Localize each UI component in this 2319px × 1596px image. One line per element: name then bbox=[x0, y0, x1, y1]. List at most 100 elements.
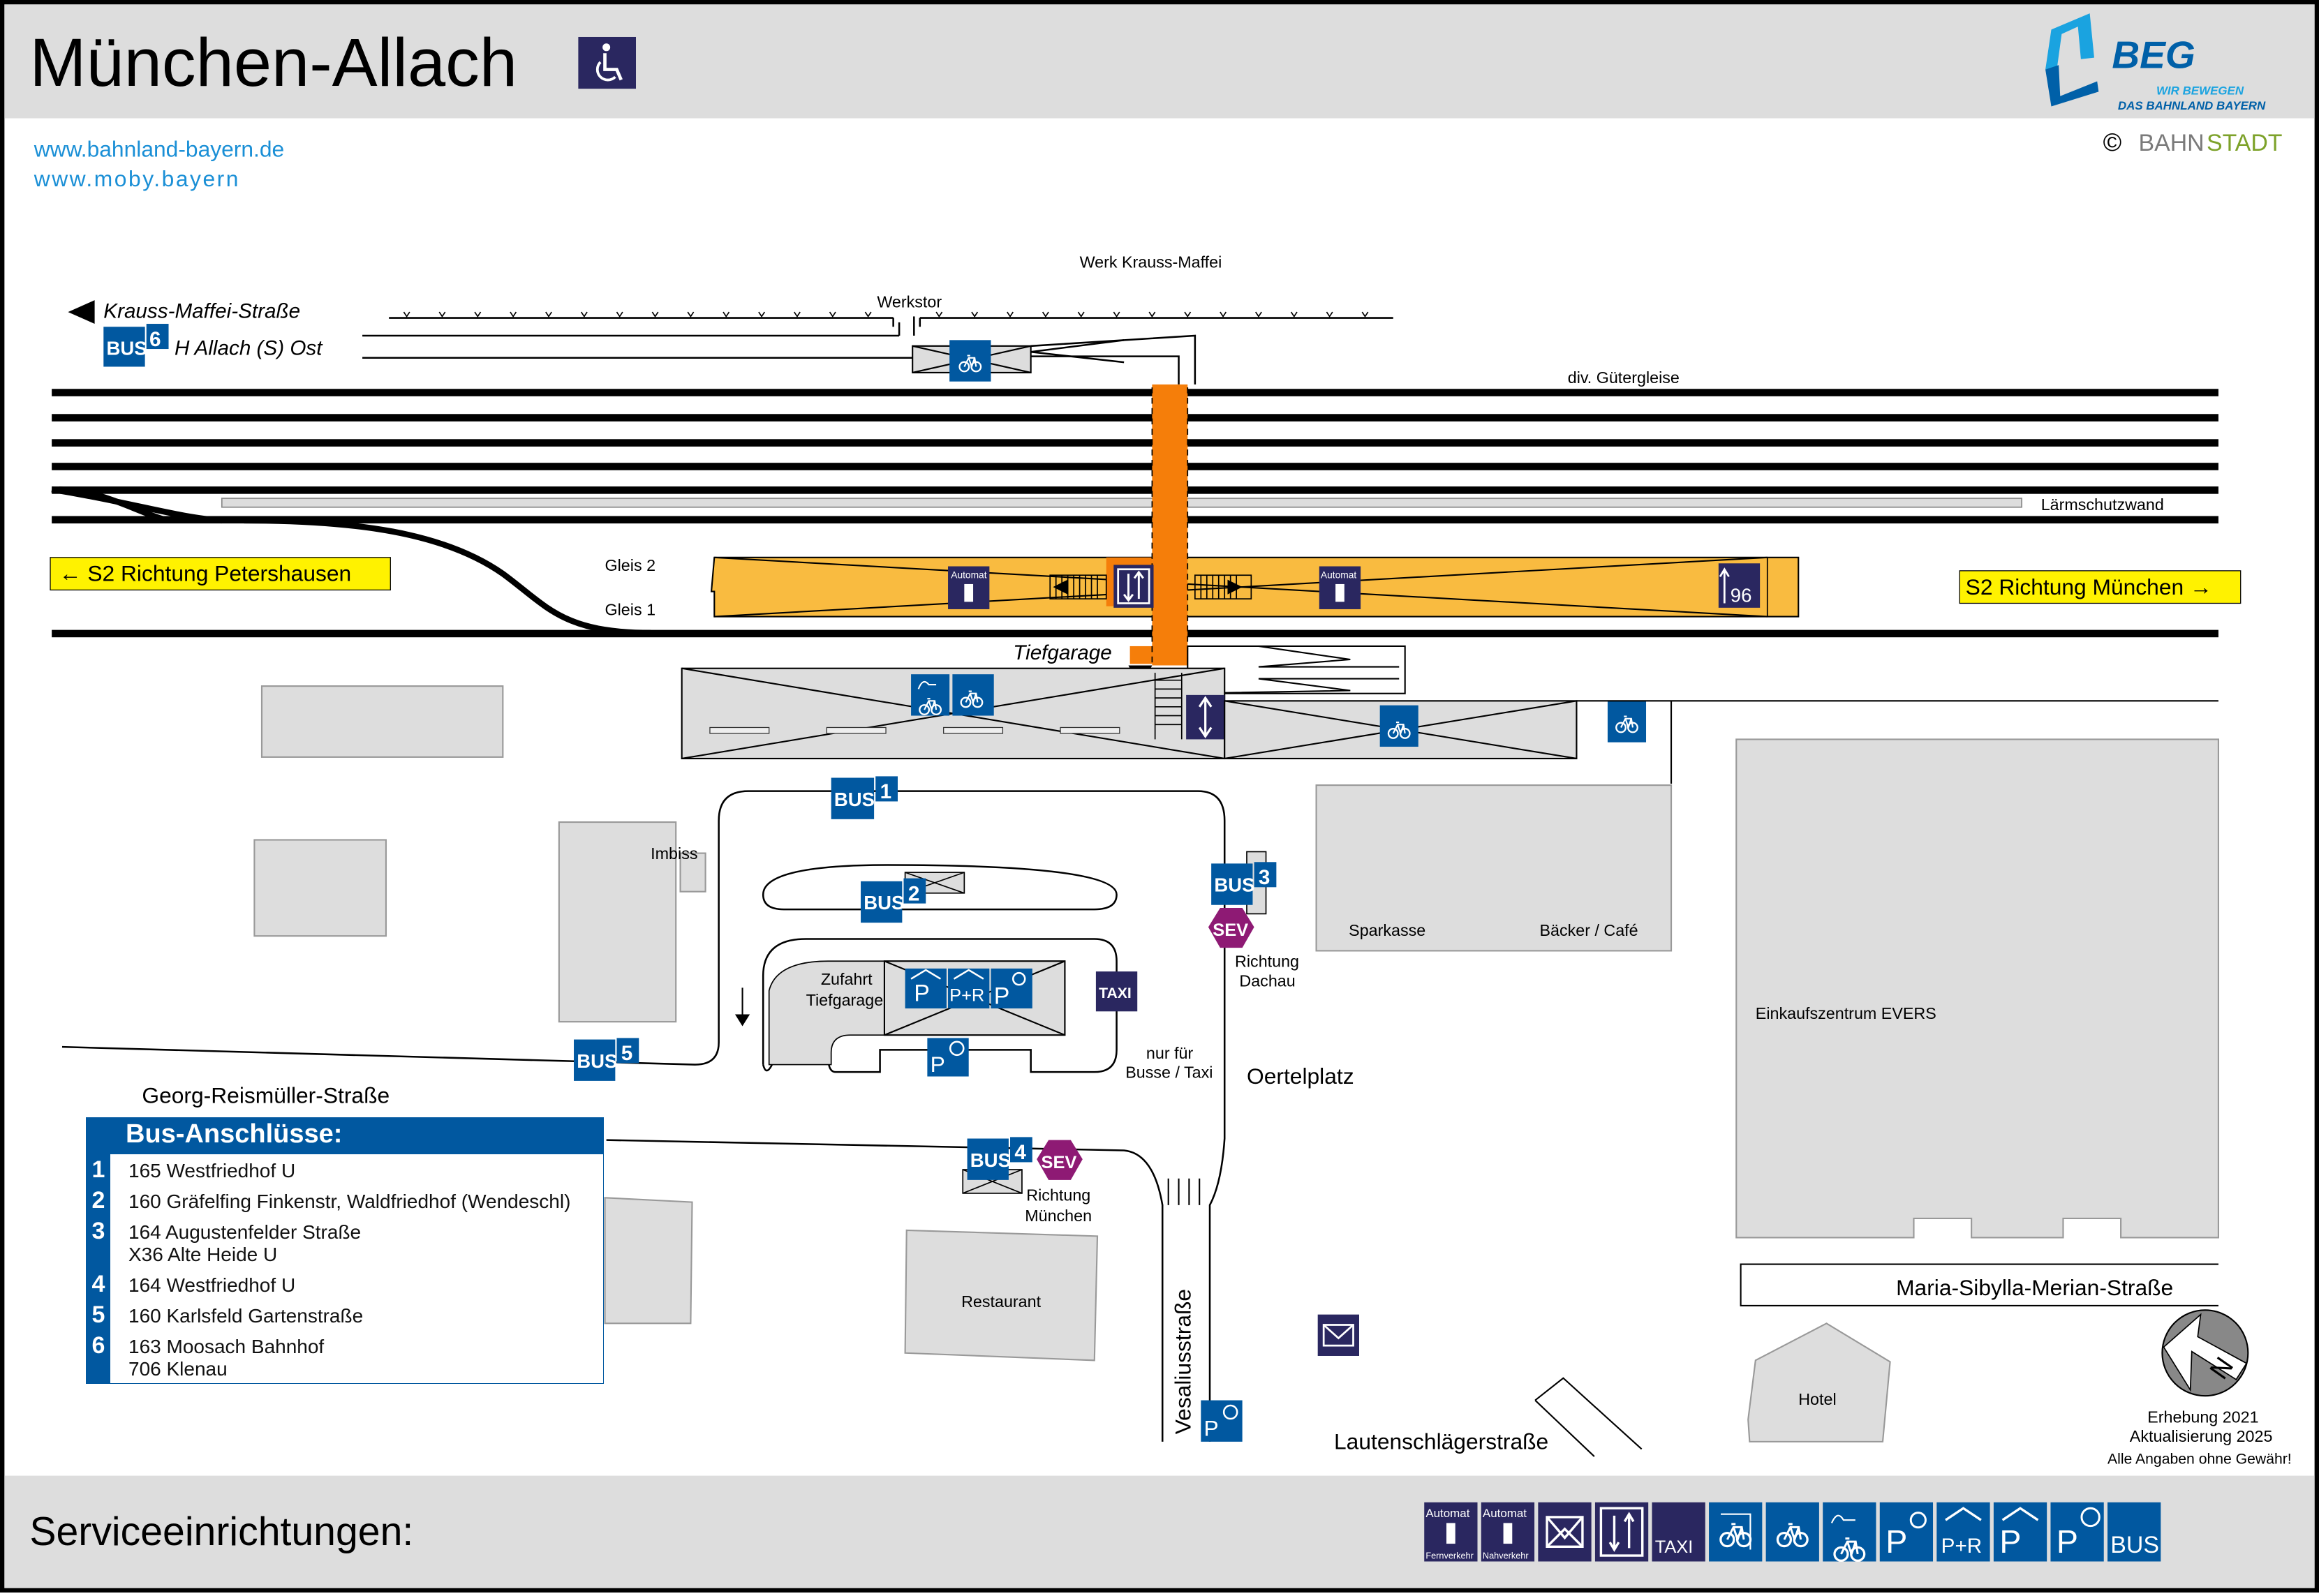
maria-sibylla-merian-street bbox=[1740, 1263, 2218, 1307]
short-term-parking-sign-2[interactable]: P bbox=[1201, 1400, 1243, 1442]
imbiss-label: Imbiss bbox=[651, 844, 697, 863]
ticket-machine-1[interactable]: Automat bbox=[948, 566, 990, 609]
building bbox=[260, 685, 504, 758]
richtung-dachau-label-1: Richtung bbox=[1235, 953, 1299, 971]
fence-tick bbox=[1220, 311, 1227, 318]
bike-parking-icon bbox=[1765, 1502, 1819, 1562]
ticket-machine-2[interactable]: Automat bbox=[1319, 566, 1361, 609]
ebike-charging-icon bbox=[1823, 1502, 1876, 1563]
svg-text:1: 1 bbox=[880, 780, 891, 803]
elevator-platform[interactable] bbox=[1113, 565, 1154, 608]
arrow-down-icon bbox=[734, 1014, 750, 1027]
bike-station-south bbox=[681, 667, 1226, 760]
fence-tick bbox=[1290, 311, 1298, 318]
fence-tick bbox=[971, 311, 979, 318]
svg-text:Automat: Automat bbox=[1321, 569, 1356, 580]
platform bbox=[710, 556, 1800, 618]
taxi-stand-sign[interactable]: TAXI bbox=[1095, 971, 1138, 1012]
bus-stop-1[interactable]: BUS 1 bbox=[831, 776, 898, 819]
building bbox=[253, 839, 387, 937]
elevator-south[interactable] bbox=[1186, 694, 1225, 740]
crosswalk bbox=[1167, 1178, 1201, 1205]
bus-line-entry: 164 Westfriedhof U bbox=[128, 1274, 296, 1296]
busse-taxi-label: Busse / Taxi bbox=[1125, 1064, 1213, 1082]
einkaufszentrum-label: Einkaufszentrum EVERS bbox=[1756, 1004, 1936, 1022]
bus-stop-6[interactable]: BUS 6 bbox=[103, 324, 169, 367]
fence-tick bbox=[1113, 311, 1120, 318]
baecker-label: Bäcker / Café bbox=[1539, 921, 1638, 939]
svg-text:P+R: P+R bbox=[1941, 1535, 1983, 1558]
bus-stop-number: 5 bbox=[87, 1299, 110, 1330]
stairs-arrow-right-icon bbox=[1227, 579, 1243, 595]
svg-text:TAXI: TAXI bbox=[1655, 1537, 1694, 1557]
park-and-ride-sign[interactable]: P+R bbox=[948, 968, 990, 1009]
factory-fence bbox=[362, 316, 1393, 359]
hotel-label: Hotel bbox=[1798, 1390, 1836, 1408]
svg-text:5: 5 bbox=[621, 1042, 632, 1065]
covered-bike-parking-top[interactable] bbox=[912, 340, 1032, 382]
werkstor-label: Werkstor bbox=[877, 293, 942, 311]
h-allach-ost-label: H Allach (S) Ost bbox=[175, 337, 323, 360]
svg-text:2: 2 bbox=[908, 882, 919, 905]
svg-text:©: © bbox=[2103, 128, 2122, 156]
mailbox-sign[interactable] bbox=[1317, 1314, 1360, 1356]
svg-text:P: P bbox=[931, 1052, 945, 1077]
survey-line-1: Erhebung 2021 bbox=[2147, 1408, 2258, 1426]
svg-text:P+R: P+R bbox=[949, 985, 984, 1005]
disabled-parking-sign[interactable]: P bbox=[991, 968, 1032, 1010]
parking-garage-sign[interactable]: P bbox=[905, 968, 947, 1009]
park-and-ride-icon: P+R bbox=[1936, 1502, 1990, 1562]
nur-fuer-label: nur für bbox=[1146, 1044, 1194, 1062]
arrow-left-icon bbox=[68, 300, 95, 325]
covered-bike-parking-sign[interactable] bbox=[952, 674, 994, 716]
svg-text:S2 Richtung München →: S2 Richtung München → bbox=[1966, 574, 2212, 599]
gleis-1-label: Gleis 1 bbox=[605, 600, 656, 618]
sev-stop-dachau[interactable]: SEV bbox=[1208, 907, 1254, 948]
stairs-arrow-left-icon bbox=[1053, 579, 1068, 595]
fence-tick bbox=[829, 311, 836, 318]
link-bahnland[interactable]: www.bahnland-bayern.de bbox=[34, 137, 284, 162]
fence-tick bbox=[793, 311, 801, 318]
georg-reismueller-street-label: Georg-Reismüller-Straße bbox=[142, 1083, 390, 1108]
header-band bbox=[4, 4, 2315, 119]
maria-sibylla-merian-label: Maria-Sibylla-Merian-Straße bbox=[1896, 1275, 2173, 1300]
fence-tick bbox=[1007, 311, 1014, 318]
elevator-icon bbox=[1594, 1502, 1649, 1562]
link-moby[interactable]: www.moby.bayern bbox=[34, 166, 240, 191]
fence-tick bbox=[474, 311, 482, 318]
mailbox-icon bbox=[1538, 1502, 1592, 1562]
direction-sign-petershausen: ← S2 Richtung Petershausen bbox=[50, 557, 391, 591]
svg-text:P: P bbox=[994, 983, 1010, 1010]
bus-stop-4[interactable]: BUS 4 bbox=[967, 1137, 1032, 1180]
bus-loop-road bbox=[61, 790, 1226, 1442]
taxi-icon: TAXI bbox=[1652, 1502, 1705, 1562]
fence-tick bbox=[935, 311, 943, 318]
werk-krauss-maffei-label: Werk Krauss-Maffei bbox=[1080, 253, 1222, 271]
bike-parking-sign[interactable] bbox=[1607, 701, 1647, 743]
ebike-charging-sign[interactable] bbox=[911, 674, 950, 716]
bus-stop-3[interactable]: BUS 3 bbox=[1211, 862, 1277, 905]
svg-text:4: 4 bbox=[1014, 1141, 1026, 1164]
sev-stop-muenchen[interactable]: SEV bbox=[1037, 1140, 1083, 1180]
svg-text:6: 6 bbox=[149, 328, 161, 351]
covered-bike-parking-sign-2[interactable] bbox=[1379, 705, 1418, 747]
short-term-parking-sign[interactable]: P bbox=[927, 1038, 969, 1077]
svg-text:TAXI: TAXI bbox=[1099, 985, 1132, 1001]
bus-stop-5[interactable]: BUS 5 bbox=[574, 1038, 639, 1081]
gleis-2-label: Gleis 2 bbox=[605, 556, 656, 574]
fence-ticks bbox=[403, 311, 1369, 318]
survey-disclaimer: Alle Angaben ohne Gewähr! bbox=[2107, 1452, 2292, 1468]
laermschutzwand-label: Lärmschutzwand bbox=[2041, 495, 2164, 514]
oertelplatz-label: Oertelplatz bbox=[1247, 1064, 1354, 1089]
building bbox=[604, 1197, 693, 1325]
svg-text:SEV: SEV bbox=[1213, 920, 1248, 940]
bus-line-entry: 165 Westfriedhof U bbox=[128, 1160, 296, 1181]
svg-text:Automat: Automat bbox=[1425, 1507, 1469, 1520]
svg-text:96: 96 bbox=[1731, 584, 1752, 606]
tiefgarage-access-label: Tiefgarage bbox=[806, 991, 884, 1009]
bus-stop-2[interactable]: BUS 2 bbox=[861, 878, 926, 923]
werk-access-path bbox=[1030, 334, 1196, 385]
